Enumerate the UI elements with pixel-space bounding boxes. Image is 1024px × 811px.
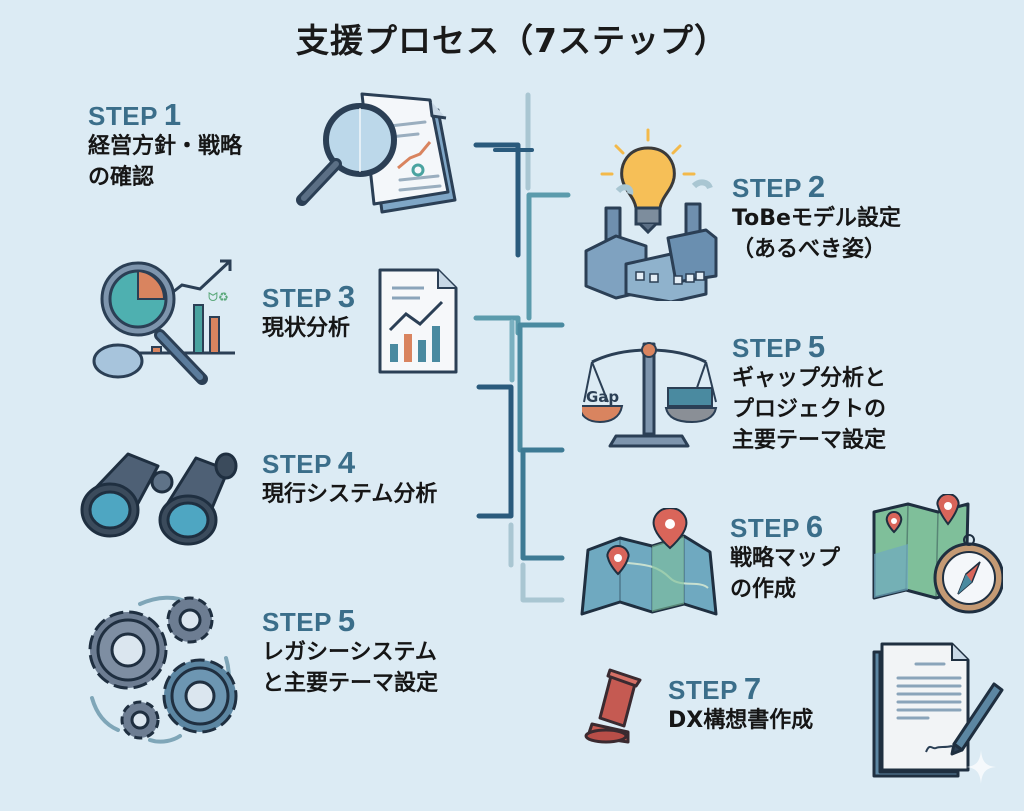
analysis-chart-icon: ᗢ♻	[90, 255, 240, 385]
document-pen-icon	[868, 640, 1008, 780]
map-compass-icon	[868, 494, 1003, 614]
step-description: ToBeモデル設定 （あるべき姿）	[732, 206, 901, 262]
step-description: 現状分析	[262, 316, 351, 341]
report-chart-icon	[376, 266, 460, 376]
step-description: レガシーシステム と主要テーマ設定	[262, 640, 439, 696]
gap-label: Gap	[586, 388, 619, 406]
sparkle-icon	[966, 750, 996, 784]
connector-step5a	[517, 322, 565, 453]
gavel-icon	[584, 666, 654, 746]
step-description: 経営方針・戦略 の確認	[88, 134, 243, 190]
step-description: ギャップ分析と プロジェクトの 主要テーマ設定	[732, 366, 887, 453]
gears-icon	[78, 588, 243, 748]
map-icon	[580, 508, 720, 620]
page-title: 支援プロセス（7ステップ）	[296, 21, 728, 60]
connector-step2	[526, 192, 571, 321]
connector-step7	[520, 562, 565, 603]
magnifier-document-icon	[290, 82, 470, 222]
connector-step1	[473, 142, 521, 258]
step-description: 現行システム分析	[262, 482, 438, 507]
lightbulb-factory-icon	[576, 126, 726, 301]
svg-text:ᗢ♻: ᗢ♻	[208, 290, 229, 304]
step-description: 戦略マップ の作成	[730, 546, 841, 602]
connector-step6	[520, 447, 565, 561]
step-description: DX構想書作成	[668, 708, 814, 733]
balance-scale-icon: Gap	[582, 332, 722, 452]
connector-step4-5	[476, 384, 514, 519]
binoculars-icon	[78, 436, 248, 546]
